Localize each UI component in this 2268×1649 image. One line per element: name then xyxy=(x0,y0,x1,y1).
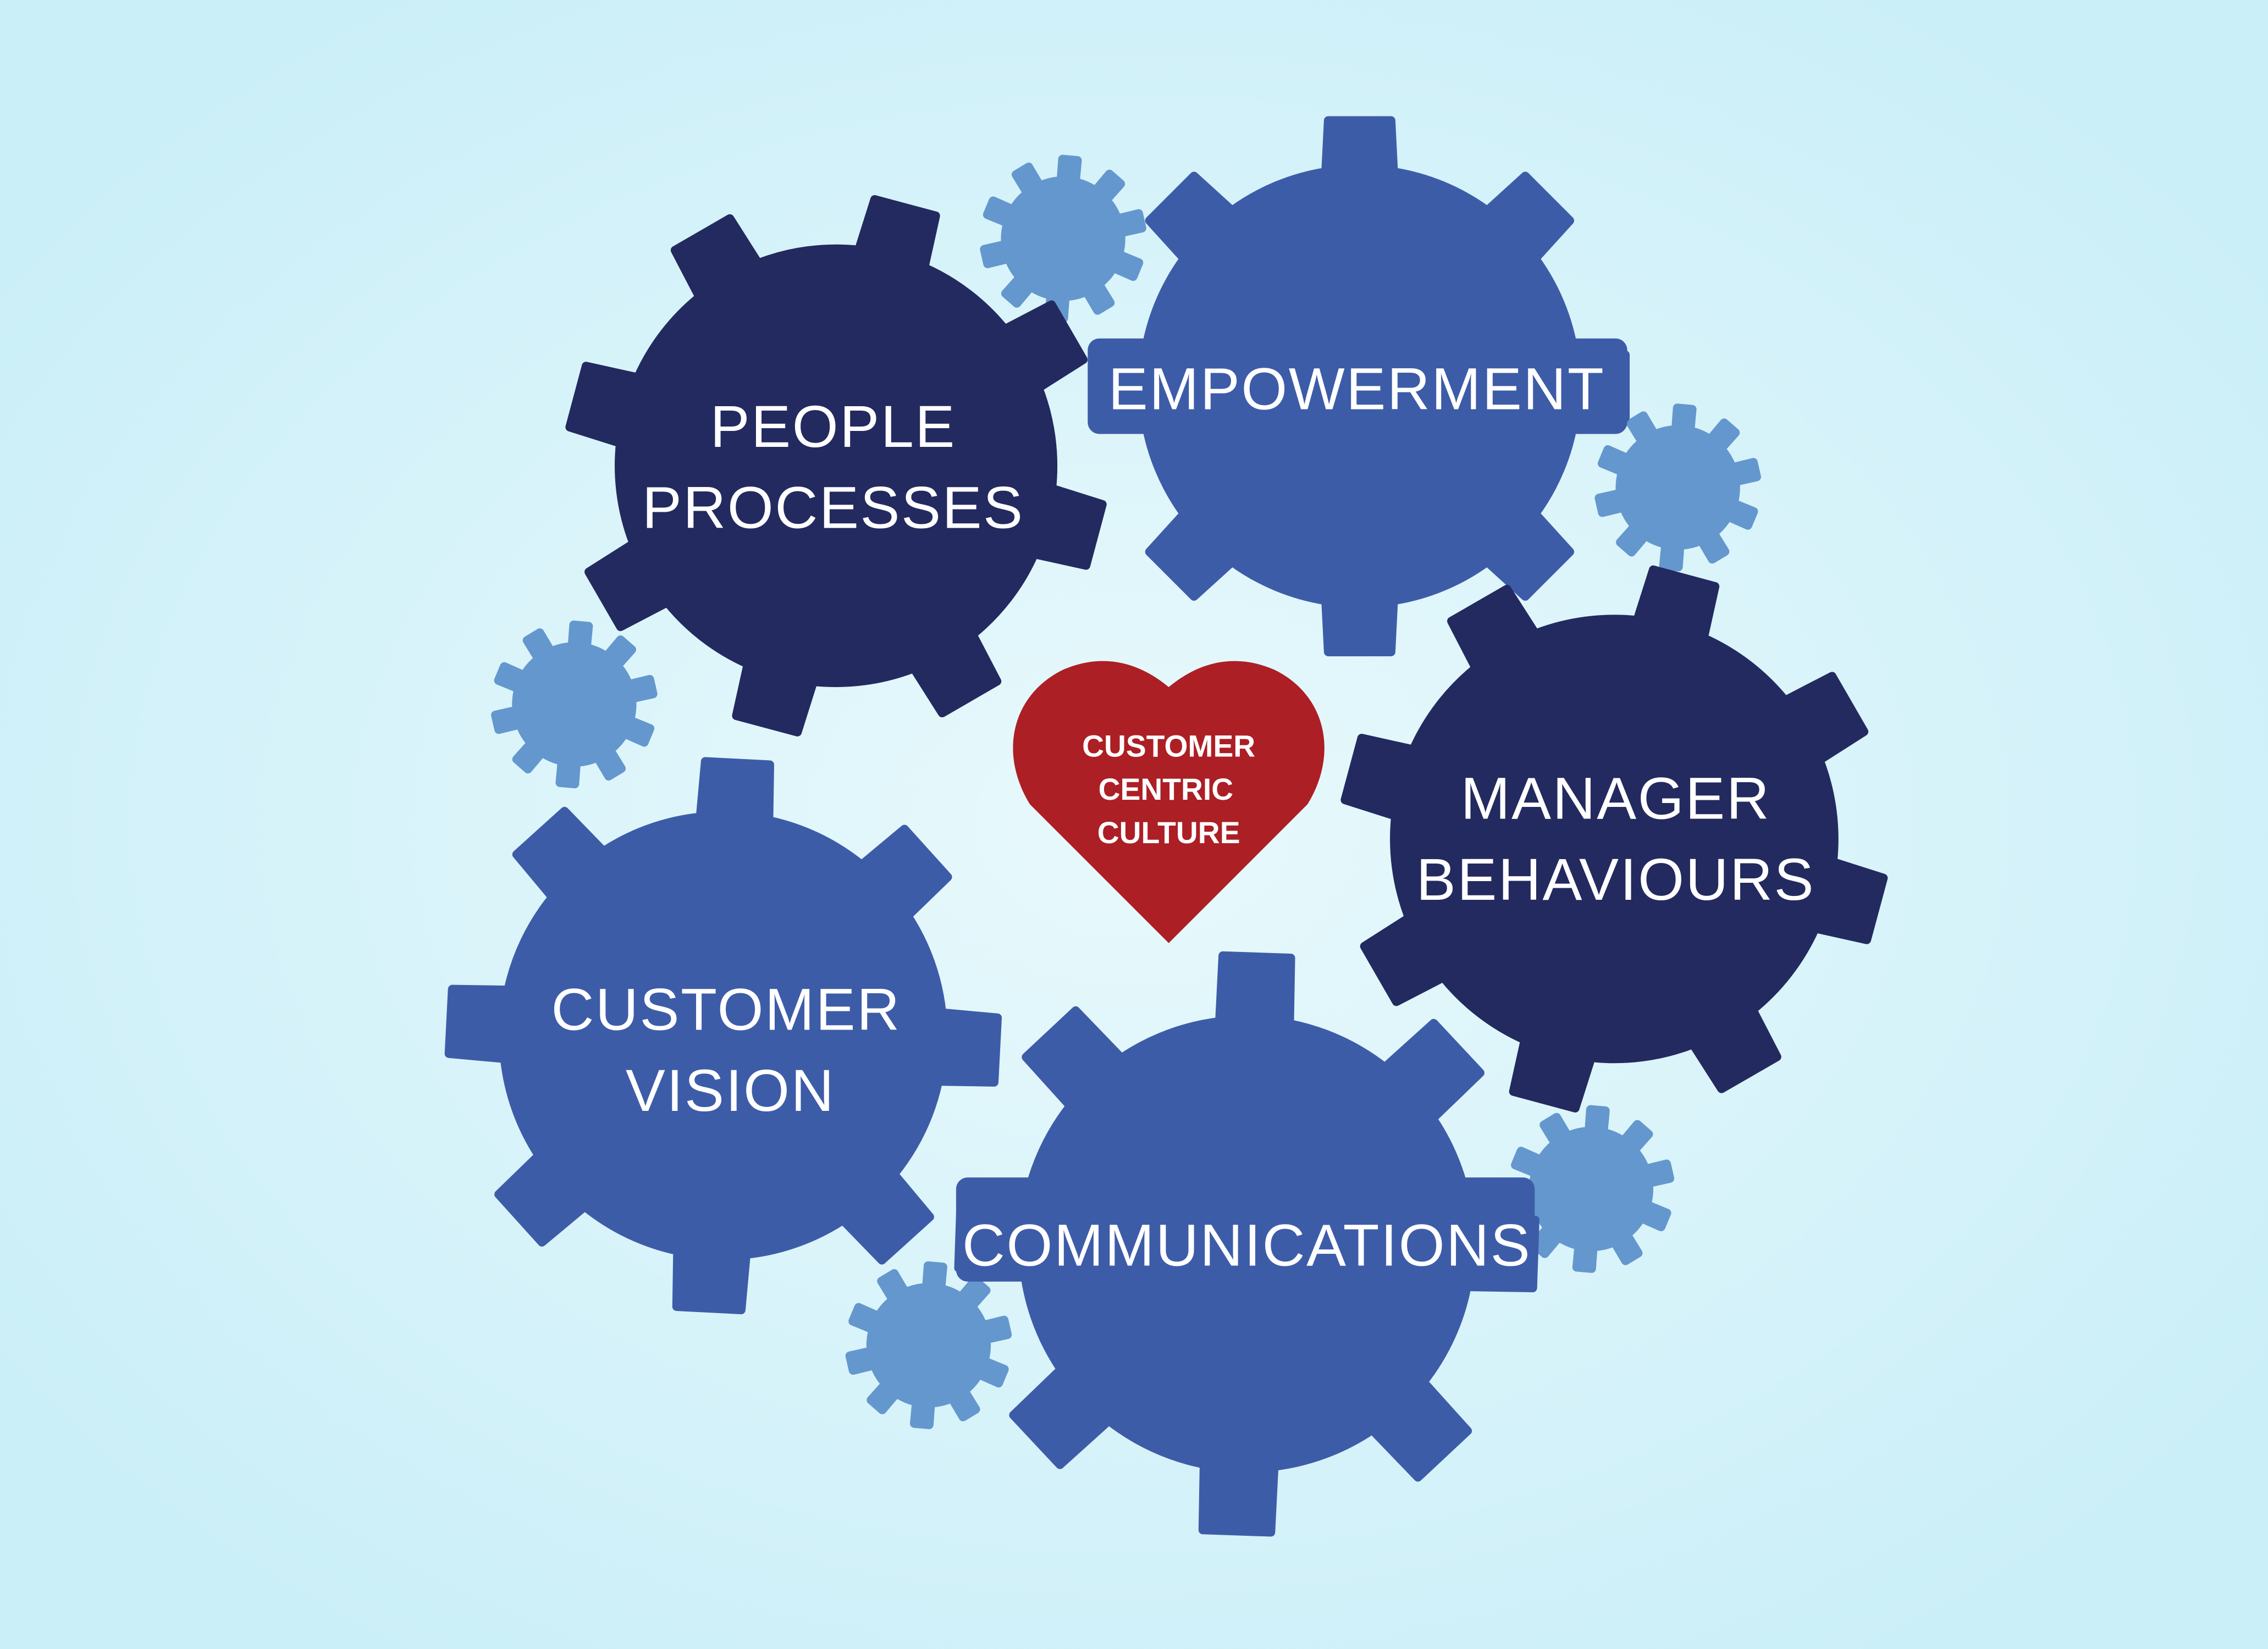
customer-vision-label-line1: CUSTOMER xyxy=(551,976,901,1043)
customer-vision-label-line2: VISION xyxy=(626,1057,835,1124)
communications-label: COMMUNICATIONS xyxy=(962,1212,1531,1279)
empowerment-label-bar xyxy=(1088,338,1627,434)
manager-behaviours-gear-icon xyxy=(1340,565,1888,1113)
heart-label-line2: CENTRIC xyxy=(1099,772,1234,806)
small-gear-icon xyxy=(491,620,658,789)
empowerment-label: EMPOWERMENT xyxy=(1108,356,1605,422)
manager-label-line1: MANAGER xyxy=(1461,765,1771,831)
small-gear-icon xyxy=(845,1261,1012,1430)
manager-label-line2: BEHAVIOURS xyxy=(1416,846,1815,912)
heart-label-line1: CUSTOMER xyxy=(1082,729,1255,763)
communications-label-bar xyxy=(956,1177,1535,1282)
people-label-line2: PROCESSES xyxy=(642,474,1024,541)
small-gear-icon xyxy=(1594,403,1761,572)
heart-icon xyxy=(1013,661,1325,943)
customer-vision-gear-icon xyxy=(444,757,1002,1315)
small-gear-icon xyxy=(1508,1105,1675,1273)
people-processes-gear-icon xyxy=(565,195,1107,737)
small-gear-icon xyxy=(980,154,1146,323)
people-label-line1: PEOPLE xyxy=(710,393,956,460)
heart-label-line3: CULTURE xyxy=(1097,816,1240,850)
